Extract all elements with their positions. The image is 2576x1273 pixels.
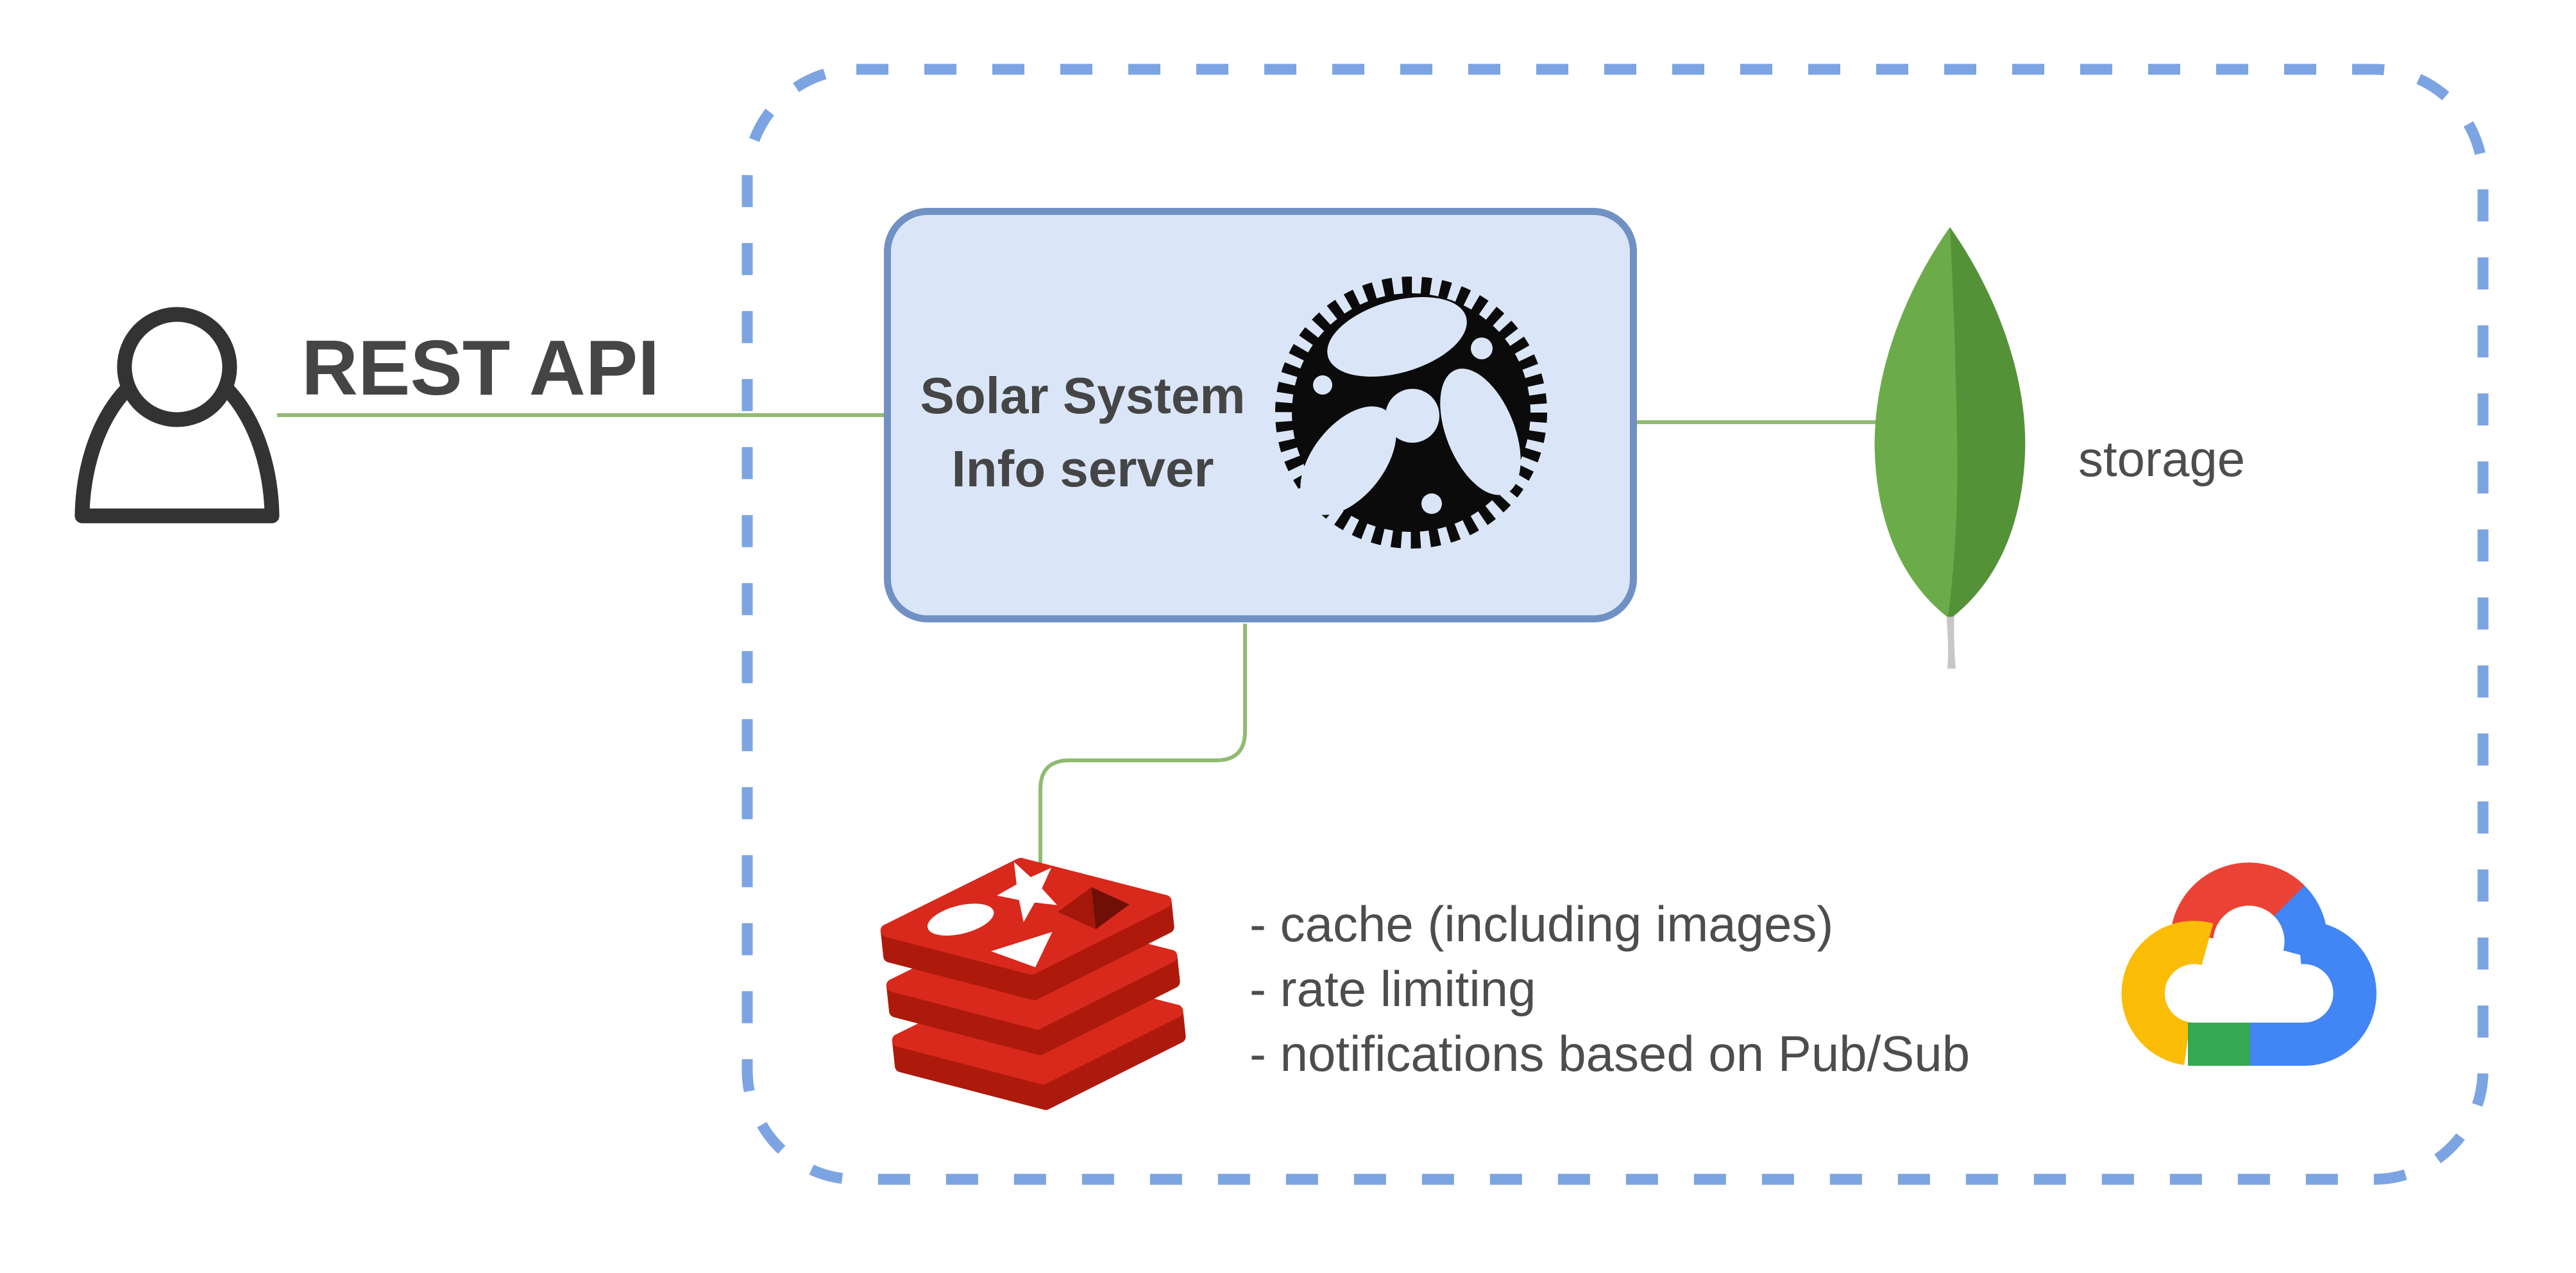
redis-diamond-hole-right	[1091, 887, 1130, 930]
gear-icon	[1275, 277, 1547, 549]
mongodb-leaf-stem	[1946, 610, 1956, 669]
google-cloud-icon	[2121, 862, 2377, 1066]
redis-notes: - cache (including images) - rate limiti…	[1250, 892, 1970, 1086]
redis-icon	[880, 857, 1186, 1110]
gcp-boundary-dashed-border	[741, 64, 2489, 1185]
rest-api-label: REST API	[301, 324, 660, 411]
redis-diamond-hole-left	[1058, 887, 1096, 930]
note-line-rate-limiting: - rate limiting	[1250, 961, 1536, 1017]
storage-label: storage	[2078, 431, 2246, 487]
note-line-notifications: - notifications based on Pub/Sub	[1250, 1025, 1970, 1082]
server-label-line1: Solar System	[920, 367, 1246, 424]
redis-circle-shape	[927, 903, 994, 936]
note-line-cache: - cache (including images)	[1250, 896, 1834, 952]
redis-triangle-shape	[991, 932, 1053, 968]
server-label-line2: Info server	[951, 440, 1214, 497]
mongodb-leaf-icon	[1874, 227, 2026, 669]
connector-server-redis	[1038, 624, 1247, 901]
person-icon	[74, 307, 280, 524]
server-label: Solar System Info server	[887, 359, 1278, 506]
redis-star-shape	[997, 862, 1058, 923]
